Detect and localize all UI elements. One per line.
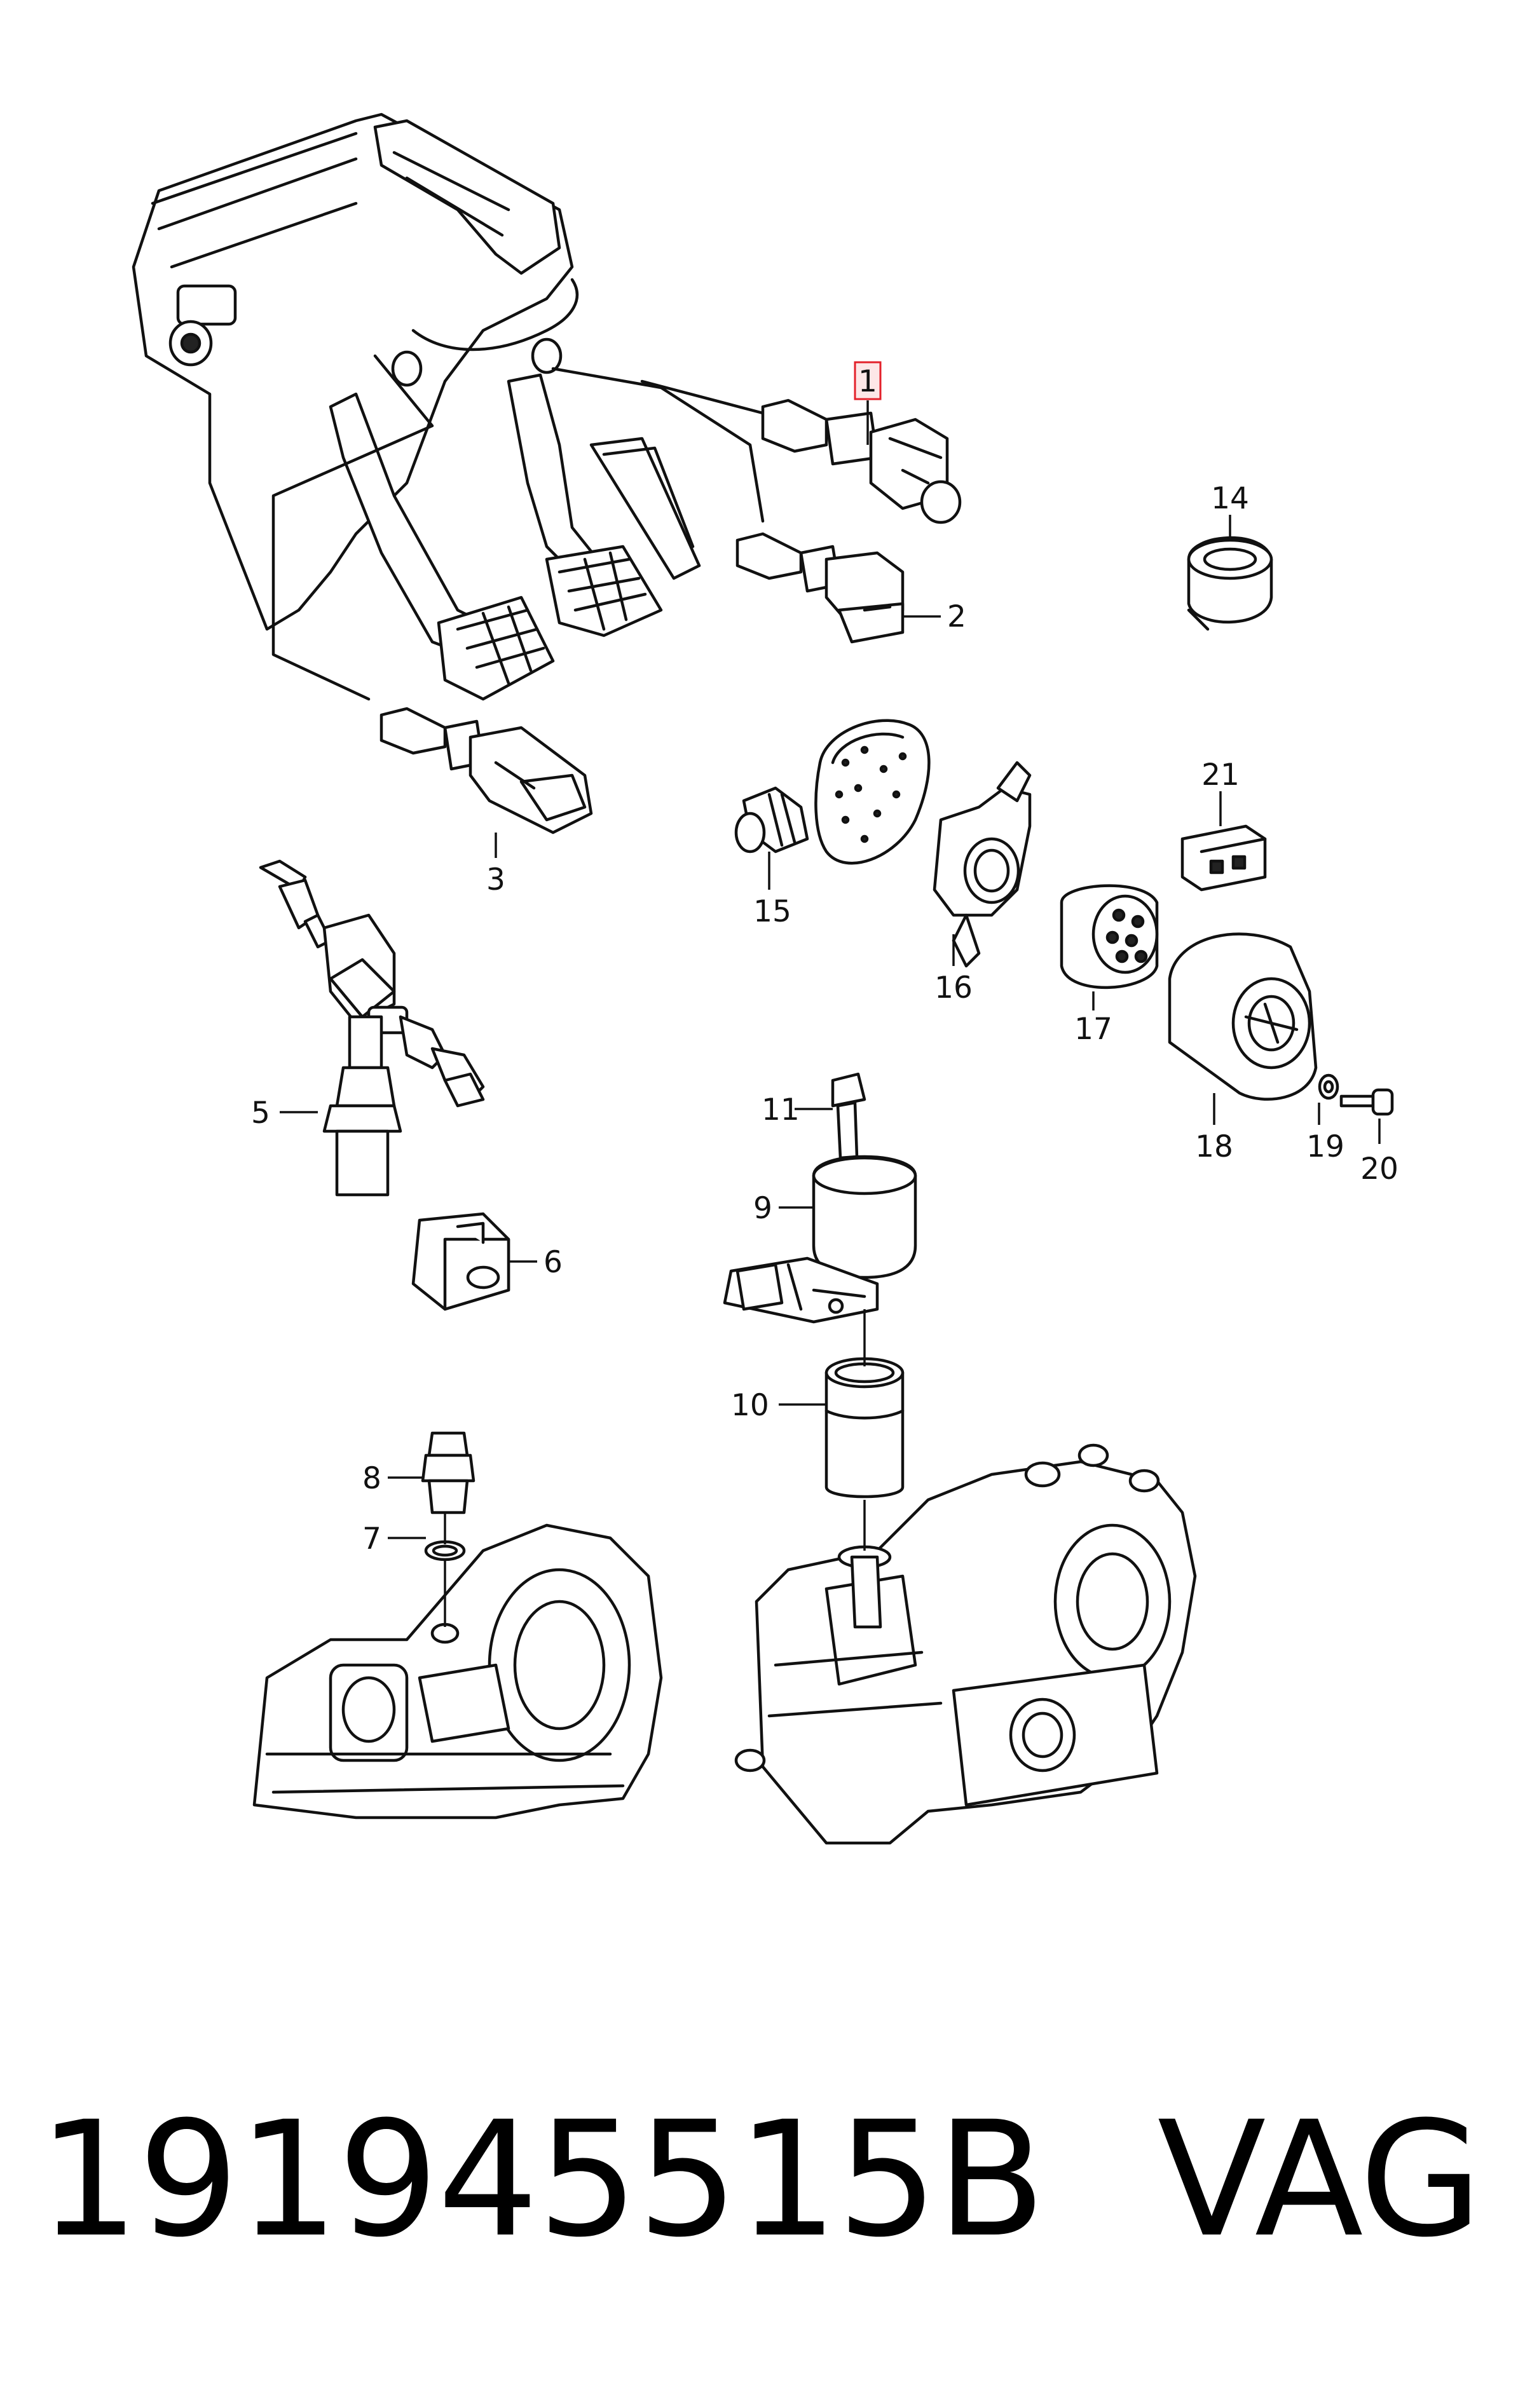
- callout-14[interactable]: 14: [1211, 481, 1249, 516]
- callout-16[interactable]: 16: [934, 970, 973, 1005]
- highlight-box: [854, 361, 882, 400]
- callout-17[interactable]: 17: [1074, 1012, 1112, 1047]
- gearbox-left: [252, 1523, 663, 1820]
- callout-19[interactable]: 19: [1306, 1129, 1344, 1164]
- callout-8[interactable]: 8: [362, 1461, 381, 1496]
- callout-11[interactable]: 11: [762, 1092, 800, 1127]
- part-number: 191945515B: [38, 2087, 1046, 2272]
- switch-part-1[interactable]: [761, 398, 962, 524]
- sender-part-8[interactable]: [421, 1431, 475, 1514]
- bolt-part-11[interactable]: [831, 1072, 866, 1160]
- callout-1[interactable]: 1: [858, 364, 877, 399]
- connector-part-21[interactable]: [1180, 824, 1267, 892]
- callout-6[interactable]: 6: [544, 1245, 563, 1280]
- exploded-parts-diagram: 1 2 3 5 6 7 8 9 10 11 14 15 16 17 18 19 …: [132, 112, 1398, 1845]
- bracket-part-16[interactable]: [933, 761, 1032, 968]
- leader-lines: [280, 400, 1381, 1627]
- grommet-part-14[interactable]: [1187, 536, 1273, 631]
- seal-part-7[interactable]: [424, 1540, 466, 1561]
- seal-part-15[interactable]: [734, 719, 931, 865]
- callout-9[interactable]: 9: [753, 1191, 772, 1226]
- callout-5[interactable]: 5: [251, 1096, 270, 1131]
- callout-18[interactable]: 18: [1195, 1129, 1233, 1164]
- washer-part-19[interactable]: [1318, 1073, 1339, 1100]
- callout-7[interactable]: 7: [362, 1521, 381, 1556]
- callout-labels: 1 2 3 5 6 7 8 9 10 11 14 15 16 17 18 19 …: [251, 361, 1398, 1556]
- callout-15[interactable]: 15: [753, 894, 791, 929]
- connector-part-6[interactable]: [411, 1212, 510, 1311]
- connector-part-17[interactable]: [1060, 884, 1159, 990]
- housing-part-18[interactable]: [1168, 932, 1318, 1101]
- actuator-part-9[interactable]: [723, 1155, 917, 1324]
- switch-part-3[interactable]: [380, 707, 593, 834]
- callout-3[interactable]: 3: [486, 862, 505, 897]
- pedal-assembly: [132, 112, 765, 701]
- callout-2[interactable]: 2: [947, 599, 966, 634]
- footer-caption: 191945515B VAG: [38, 2075, 1482, 2285]
- screw-part-20[interactable]: [1339, 1088, 1394, 1116]
- callout-20[interactable]: 20: [1360, 1152, 1398, 1187]
- gearbox-right: [734, 1443, 1197, 1845]
- switch-part-2[interactable]: [735, 532, 905, 644]
- brand-name: VAG: [1157, 2087, 1482, 2272]
- callout-21[interactable]: 21: [1201, 758, 1240, 792]
- sleeve-part-10[interactable]: [824, 1357, 905, 1499]
- sensor-part-5[interactable]: [259, 859, 485, 1197]
- callout-10[interactable]: 10: [731, 1388, 769, 1423]
